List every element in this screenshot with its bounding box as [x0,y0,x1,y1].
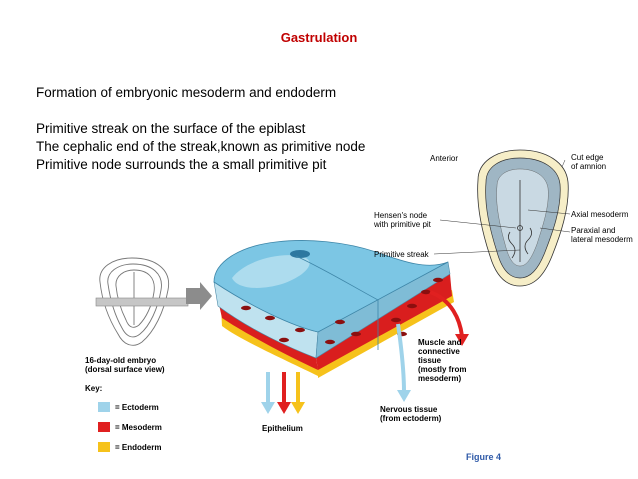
label-streak: Primitive streak [374,250,429,259]
key-label-mesoderm: = Mesoderm [115,423,162,432]
key-title: Key: [85,384,103,393]
label-muscle-5: mesoderm) [418,374,462,383]
label-hensens-2: with primitive pit [374,220,431,229]
key-swatch-mesoderm [98,422,110,432]
label-muscle-4: (mostly from [418,365,467,374]
key-swatch-endoderm [98,442,110,452]
label-epithelium: Epithelium [262,424,303,433]
label-muscle-3: tissue [418,356,442,365]
label-embryo-1: 16-day-old embryo [85,356,157,365]
label-anterior: Anterior [430,154,459,163]
arrow-icon [186,282,212,310]
slide-subtitle: Formation of embryonic mesoderm and endo… [36,85,337,100]
label-nervous-1: Nervous tissue [380,405,438,414]
key-label-ectoderm: = Ectoderm [115,403,159,412]
label-cut-edge-2: of amnion [571,162,607,171]
label-paraxial-1: Paraxial and [571,226,616,235]
cross-section-block [213,240,454,378]
label-nervous-2: (from ectoderm) [380,414,442,423]
key-label-endoderm: = Endoderm [115,443,162,452]
lineage-arrows [261,290,469,414]
slide-title: Gastrulation [280,30,358,45]
bullet-3: Primitive node surrounds the a small pri… [36,157,327,172]
label-muscle-2: connective [418,347,460,356]
bullet-2: The cephalic end of the streak,known as … [36,139,366,154]
key-swatch-ectoderm [98,402,110,412]
label-hensens-1: Hensen's node [374,211,428,220]
label-paraxial-2: lateral mesoderm [571,235,633,244]
cut-plane-bar [95,297,189,307]
label-muscle-1: Muscle and [418,338,462,347]
dorsal-embryo-illustration [433,149,571,287]
bullet-1: Primitive streak on the surface of the e… [36,121,306,136]
label-embryo-2: (dorsal surface view) [85,365,165,374]
label-axial: Axial mesoderm [571,210,629,219]
label-cut-edge-1: Cut edge [571,153,604,162]
figure-number: Figure 4 [466,452,502,462]
